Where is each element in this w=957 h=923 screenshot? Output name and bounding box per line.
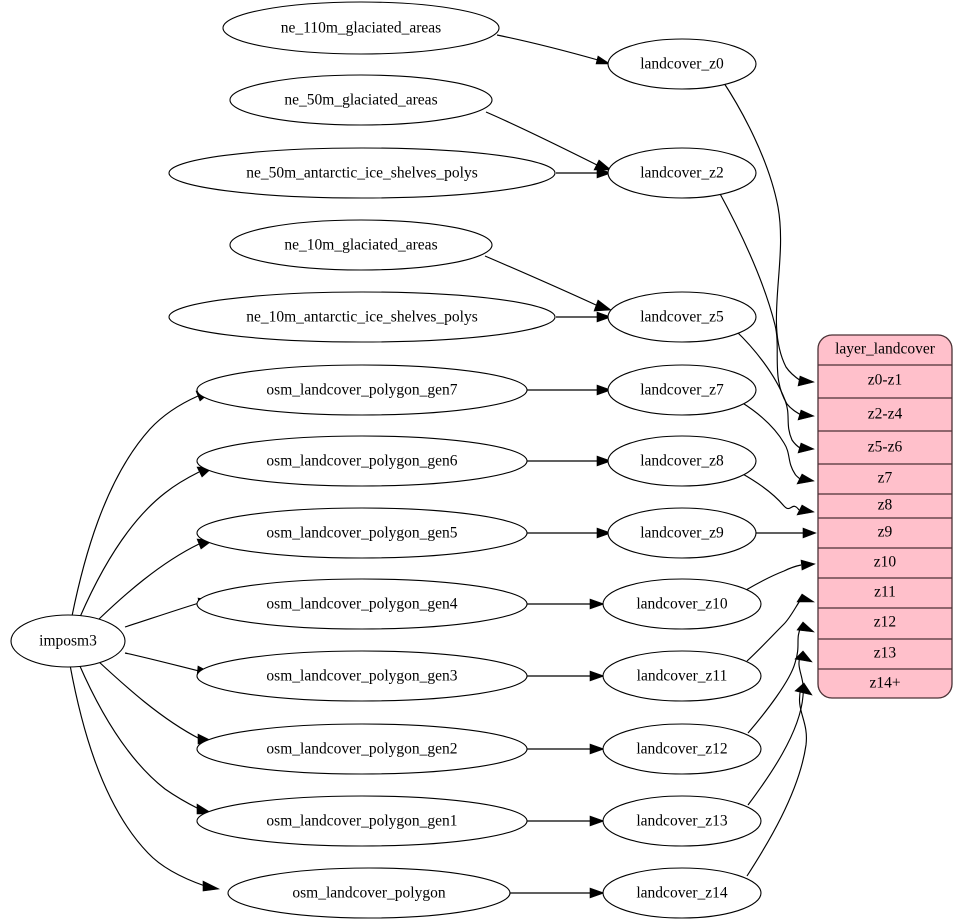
edge-gen5-to-z9 <box>527 527 612 539</box>
edge-z7-to-row-z7 <box>740 401 815 485</box>
edge-imposm3-to-gen6 <box>79 466 214 618</box>
edge-z14-to-row-z14plus <box>746 682 813 877</box>
edge-z0-to-row-z0z1 <box>721 79 815 387</box>
node-label: ne_10m_glaciated_areas <box>284 237 437 254</box>
node-landcover_z12[interactable]: landcover_z12 <box>602 723 762 775</box>
record-row-z8[interactable]: z8 <box>878 497 893 514</box>
node-label: landcover_z2 <box>640 165 724 182</box>
node-label: landcover_z12 <box>636 741 727 758</box>
edge-imposm3-to-gen1 <box>78 663 215 815</box>
node-label: landcover_z5 <box>640 309 724 326</box>
node-label: osm_landcover_polygon_gen2 <box>266 741 457 758</box>
record-row-z7[interactable]: z7 <box>878 470 893 487</box>
record-row-z12[interactable]: z12 <box>874 614 896 631</box>
node-label: landcover_z13 <box>636 813 727 830</box>
edge-polygon-to-z14 <box>510 887 605 899</box>
node-osm_landcover_polygon_gen7[interactable]: osm_landcover_polygon_gen7 <box>196 364 528 416</box>
edge-gen2-to-z12 <box>527 743 605 755</box>
edge-gen6-to-z8 <box>527 455 612 467</box>
node-imposm3[interactable]: imposm3 <box>10 614 126 668</box>
node-label: osm_landcover_polygon_gen3 <box>266 668 457 685</box>
edge-z5-to-row-z5z6 <box>734 329 815 454</box>
edge-gen1-to-z13 <box>527 815 605 827</box>
record-row-z2z4[interactable]: z2-z4 <box>868 406 903 423</box>
node-label: osm_landcover_polygon <box>292 885 446 902</box>
node-ne_10m_glaciated_areas[interactable]: ne_10m_glaciated_areas <box>229 219 493 271</box>
node-label: ne_10m_antarctic_ice_shelves_polys <box>246 309 478 326</box>
record-row-z14plus[interactable]: z14+ <box>869 675 900 692</box>
record-row-z11[interactable]: z11 <box>874 584 896 601</box>
node-ne_110m_glaciated_areas[interactable]: ne_110m_glaciated_areas <box>222 1 500 55</box>
node-landcover_z13[interactable]: landcover_z13 <box>602 795 762 847</box>
node-osm_landcover_polygon_gen4[interactable]: osm_landcover_polygon_gen4 <box>196 578 528 630</box>
natural-earth-source-nodes: ne_110m_glaciated_areas ne_50m_glaciated… <box>168 1 556 343</box>
node-label: osm_landcover_polygon_gen6 <box>266 453 457 470</box>
edge-ne10mglac-to-z5 <box>484 255 612 312</box>
node-label: osm_landcover_polygon_gen1 <box>266 813 457 830</box>
node-osm_landcover_polygon_gen5[interactable]: osm_landcover_polygon_gen5 <box>196 507 528 559</box>
edge-gen7-to-z7 <box>527 384 612 396</box>
node-label: osm_landcover_polygon_gen7 <box>266 382 457 399</box>
node-label: osm_landcover_polygon_gen4 <box>266 596 457 613</box>
node-osm_landcover_polygon[interactable]: osm_landcover_polygon <box>227 867 511 919</box>
edge-z8-to-row-z8 <box>740 472 815 516</box>
node-label: ne_50m_glaciated_areas <box>284 92 437 109</box>
edge-gen4-to-z10 <box>527 598 605 610</box>
edge-imposm3-to-gen2 <box>97 660 216 745</box>
node-landcover_z8[interactable]: landcover_z8 <box>607 435 757 487</box>
edge-imposm3-to-gen5 <box>97 538 214 621</box>
node-landcover_z2[interactable]: landcover_z2 <box>607 147 757 199</box>
edge-gen3-to-z11 <box>527 670 605 682</box>
node-landcover_z7[interactable]: landcover_z7 <box>607 364 757 416</box>
node-layer_landcover-record[interactable]: layer_landcover z0-z1 z2-z4 z5-z6 z7 z8 … <box>817 334 953 699</box>
node-label: landcover_z10 <box>636 596 727 613</box>
node-osm_landcover_polygon_gen6[interactable]: osm_landcover_polygon_gen6 <box>196 435 528 487</box>
edge-imposm3-to-polygon <box>69 664 221 892</box>
edge-imposm3-to-gen7 <box>71 390 213 617</box>
edge-layer <box>69 34 817 899</box>
record-row-z13[interactable]: z13 <box>874 645 897 662</box>
record-row-z0z1[interactable]: z0-z1 <box>868 372 902 389</box>
node-landcover_z0[interactable]: landcover_z0 <box>607 38 757 90</box>
record-row-z9[interactable]: z9 <box>878 524 893 541</box>
node-label: osm_landcover_polygon_gen5 <box>266 525 457 542</box>
edge-ne110m-to-z0 <box>496 34 611 65</box>
node-landcover_z10[interactable]: landcover_z10 <box>602 578 762 630</box>
node-osm_landcover_polygon_gen1[interactable]: osm_landcover_polygon_gen1 <box>196 795 528 847</box>
node-osm_landcover_polygon_gen3[interactable]: osm_landcover_polygon_gen3 <box>196 650 528 702</box>
edge-ne50mant-to-z2 <box>556 167 612 179</box>
node-label: landcover_z0 <box>640 56 724 73</box>
record-title: layer_landcover <box>835 341 936 358</box>
edge-z12-to-row-z12 <box>747 621 815 734</box>
node-label: landcover_z14 <box>636 885 727 902</box>
record-row-z10[interactable]: z10 <box>874 554 897 571</box>
record-row-z5z6[interactable]: z5-z6 <box>868 439 903 456</box>
node-ne_50m_glaciated_areas[interactable]: ne_50m_glaciated_areas <box>229 74 493 126</box>
node-label: imposm3 <box>39 633 97 650</box>
node-landcover_z11[interactable]: landcover_z11 <box>602 650 762 702</box>
node-label: landcover_z8 <box>640 453 724 470</box>
node-label: landcover_z9 <box>640 525 724 542</box>
node-landcover_z9[interactable]: landcover_z9 <box>607 507 757 559</box>
landcover-view-nodes: landcover_z0 landcover_z2 landcover_z5 l… <box>602 38 762 919</box>
node-ne_50m_antarctic_ice_shelves_polys[interactable]: ne_50m_antarctic_ice_shelves_polys <box>168 147 556 199</box>
edge-ne10mant-to-z5 <box>556 311 612 323</box>
node-label: landcover_z7 <box>640 382 724 399</box>
edge-z10-to-row-z10 <box>745 559 816 591</box>
node-ne_10m_antarctic_ice_shelves_polys[interactable]: ne_10m_antarctic_ice_shelves_polys <box>168 291 556 343</box>
edge-z13-to-row-z13 <box>747 650 813 806</box>
node-label: ne_50m_antarctic_ice_shelves_polys <box>246 165 478 182</box>
edge-z9-to-row-z9 <box>752 527 817 539</box>
node-osm_landcover_polygon_gen2[interactable]: osm_landcover_polygon_gen2 <box>196 723 528 775</box>
edge-z11-to-row-z11 <box>746 593 815 662</box>
node-label: ne_110m_glaciated_areas <box>281 20 441 37</box>
node-landcover_z5[interactable]: landcover_z5 <box>607 291 757 343</box>
edge-z2-to-row-z2z4 <box>717 189 815 421</box>
node-label: landcover_z11 <box>637 668 728 685</box>
node-landcover_z14[interactable]: landcover_z14 <box>602 867 762 919</box>
osm-table-nodes: osm_landcover_polygon_gen7 osm_landcover… <box>196 364 528 919</box>
